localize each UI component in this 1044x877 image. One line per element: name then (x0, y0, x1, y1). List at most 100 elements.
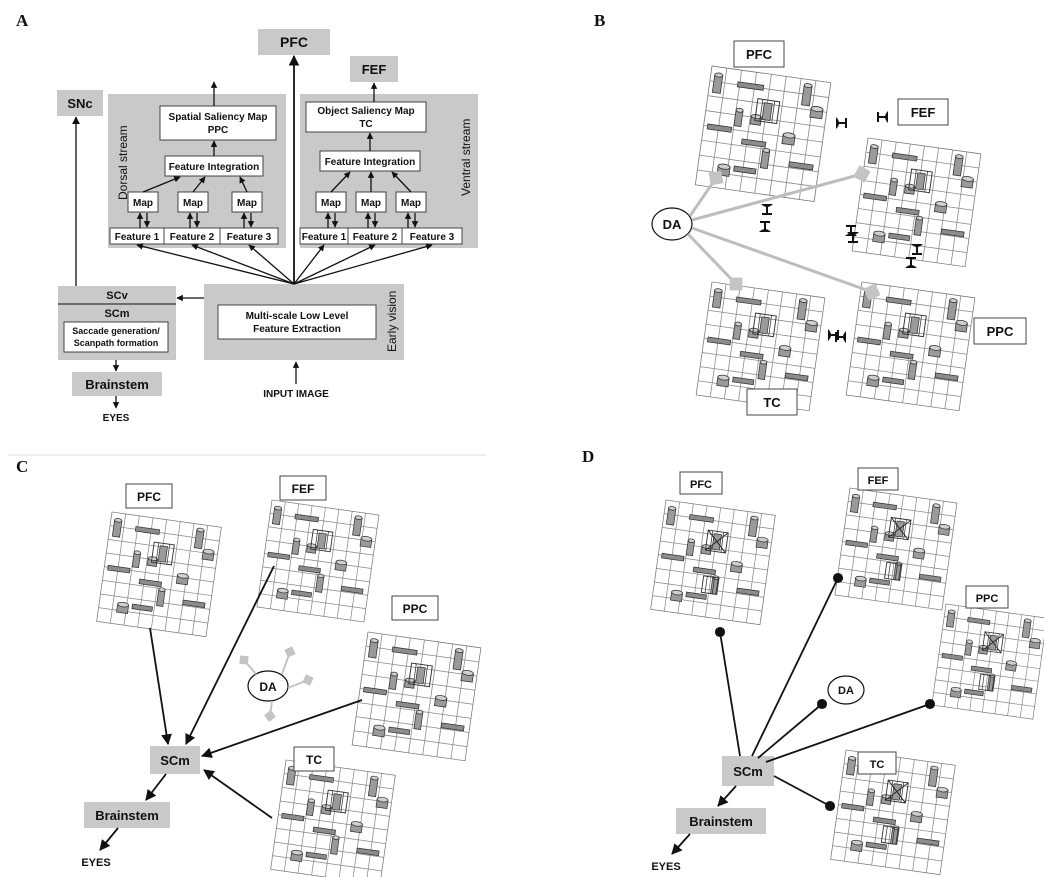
low-level-feature-extraction (217, 304, 377, 340)
spatial-saliency-map-line1: Spatial Saliency Map (169, 112, 268, 123)
scm-label-c: SCm (160, 753, 190, 768)
map-tile-ppc-d (932, 604, 1044, 719)
dopamine-projections-b (686, 165, 881, 301)
brainstem-label-a: Brainstem (85, 377, 149, 392)
da-label-b: DA (663, 217, 682, 232)
tc-label-b: TC (763, 395, 781, 410)
tc-label-d: TC (870, 759, 885, 771)
pfc-box (258, 29, 330, 55)
map-ventral-3-label: Map (401, 198, 421, 209)
panel-letter-b: B (594, 11, 605, 30)
scm-box-c (150, 746, 200, 774)
tc-box-c (293, 746, 335, 772)
pfc-label-c: PFC (137, 490, 161, 504)
map-tile-pfc-c (96, 511, 222, 638)
panel-letter-a: A (16, 11, 29, 30)
brainstem-label-c: Brainstem (95, 808, 159, 823)
ppc-label-c: PPC (403, 602, 428, 616)
ppc-label-d: PPC (976, 593, 999, 605)
da-node-b (651, 207, 693, 241)
scv-label: SCv (106, 290, 128, 302)
brainstem-label-d: Brainstem (689, 814, 753, 829)
feature-integration-dorsal-label: Feature Integration (169, 162, 260, 173)
dorsal-arrows (136, 81, 255, 228)
da-node-c (247, 670, 289, 702)
feature3-dorsal-label: Feature 3 (227, 232, 272, 243)
scm-label: SCm (104, 308, 129, 320)
da-label-d: DA (838, 685, 854, 697)
panel-a: A PFC FEF SNc Dorsal stream Spatial Sali… (16, 11, 478, 424)
tc-label-c: TC (306, 753, 322, 767)
ventral-arrows (324, 82, 419, 228)
fef-box-b (897, 98, 949, 126)
ppc-label-b: PPC (987, 324, 1014, 339)
brainstem-box-d (676, 808, 766, 834)
feature1-ventral-label: Feature 1 (302, 232, 347, 243)
map-tile-ppc-b (845, 281, 976, 412)
tc-box-d (857, 751, 897, 775)
scm-box-d (722, 756, 774, 786)
low-level-line1: Multi-scale Low Level (246, 311, 349, 322)
pfc-label: PFC (280, 34, 308, 50)
object-saliency-map-line2: TC (359, 119, 372, 130)
ppc-box-b (973, 317, 1027, 345)
fef-label: FEF (362, 62, 387, 77)
feature3-ventral-label: Feature 3 (410, 232, 455, 243)
spatial-saliency-map (159, 105, 277, 141)
tc-box-b (746, 388, 798, 416)
map-tile-pfc-d (651, 500, 776, 625)
ppc-box-c (391, 595, 439, 621)
map-ventral-2-label: Map (361, 198, 381, 209)
fef-label-d: FEF (868, 475, 889, 487)
pfc-box-c (125, 483, 173, 509)
spatial-saliency-map-line2: PPC (208, 125, 229, 136)
map-ventral-1-label: Map (321, 198, 341, 209)
dorsal-stream-label: Dorsal stream (116, 125, 130, 200)
map-dorsal-1-label: Map (133, 198, 153, 209)
fef-box-d (857, 467, 899, 491)
panel-b: B PFC FEF PPC TC DA (594, 11, 1027, 416)
da-node-d (827, 675, 865, 705)
projections-from-scm-d (714, 572, 936, 812)
object-saliency-map-line1: Object Saliency Map (317, 106, 414, 117)
map-tile-tc-c (270, 759, 396, 877)
map-tile-fef-c (256, 499, 380, 623)
feature2-dorsal-label: Feature 2 (170, 232, 215, 243)
saccade-line2: Scanpath formation (74, 338, 159, 348)
pfc-label-b: PFC (746, 47, 773, 62)
projections-to-scm-c (149, 565, 363, 819)
map-tile-ppc-c (351, 631, 482, 762)
map-dorsal-2-label: Map (183, 198, 203, 209)
object-saliency-map (305, 101, 427, 133)
early-vision-label: Early vision (385, 291, 399, 352)
feature2-ventral-label: Feature 2 (353, 232, 398, 243)
low-level-line2: Feature Extraction (253, 324, 341, 335)
panel-d: D PFC FEF PPC TC DA SCm Brainstem EYES (582, 447, 1044, 875)
feature-integration-ventral-label: Feature Integration (325, 157, 416, 168)
panel-letter-d: D (582, 447, 594, 466)
ventral-stream-label: Ventral stream (459, 119, 473, 196)
feature3-dorsal (219, 227, 279, 245)
map-tile-fef-d (835, 488, 957, 610)
input-image-label: INPUT IMAGE (263, 389, 329, 400)
saccade-line1: Saccade generation/ (72, 326, 160, 336)
ppc-box-d (965, 585, 1009, 609)
dopamine-projections-c (239, 646, 314, 722)
fef-label-c: FEF (292, 482, 315, 496)
map-dorsal-3-label: Map (237, 198, 257, 209)
fef-box (350, 56, 398, 82)
snc-box (57, 90, 103, 116)
eyes-label-a: EYES (103, 413, 130, 424)
eyes-label-c: EYES (81, 857, 110, 869)
feature1-dorsal-label: Feature 1 (115, 232, 160, 243)
brainstem-box-a (72, 372, 162, 396)
map-tile-pfc-b (694, 65, 832, 203)
brainstem-box-c (84, 802, 170, 828)
saccade-generation-box (63, 321, 169, 353)
snc-label: SNc (67, 96, 92, 111)
early-vision-fan (136, 54, 433, 285)
fef-label-b: FEF (911, 105, 936, 120)
eyes-label-d: EYES (651, 861, 680, 873)
pfc-label-d: PFC (690, 479, 712, 491)
